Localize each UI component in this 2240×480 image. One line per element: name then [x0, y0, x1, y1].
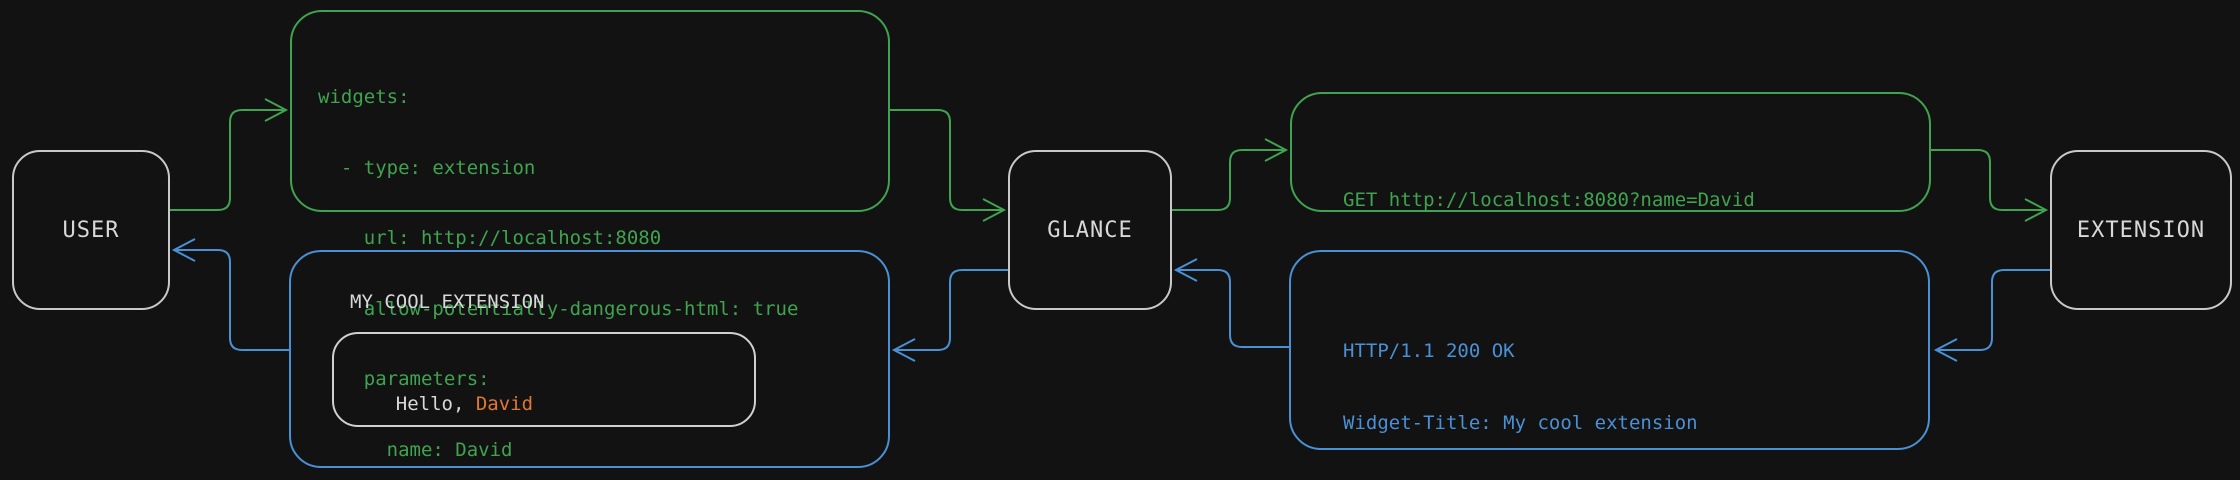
- user-node: USER: [12, 150, 170, 310]
- config-line: parameters:: [318, 368, 490, 390]
- http-response-box: [1289, 250, 1930, 450]
- extension-node: EXTENSION: [2050, 150, 2232, 310]
- arrow-user-to-config: [170, 98, 289, 211]
- arrow-request-to-extension: [1931, 149, 2049, 222]
- widget-preview-title: MY COOL EXTENSION: [350, 291, 545, 313]
- widget-content-frame: [332, 332, 756, 427]
- http-request-box: [1290, 92, 1931, 212]
- arrow-glance-to-widget: [891, 269, 1008, 362]
- arrow-widget-to-user: [171, 238, 289, 351]
- config-line: url: http://localhost:8080: [318, 227, 662, 249]
- arrow-response-to-glance: [1173, 258, 1289, 348]
- config-line: widgets:: [318, 86, 410, 108]
- arrow-glance-to-request: [1172, 138, 1289, 211]
- greeting-prefix: Hello,: [395, 393, 476, 415]
- config-line: name: David: [318, 438, 513, 461]
- widget-preview-box: [289, 250, 890, 468]
- glance-node-label: GLANCE: [1047, 217, 1133, 243]
- arrow-extension-to-response: [1933, 269, 2050, 362]
- config-line: allow-potentially-dangerous-html: true: [318, 297, 799, 320]
- extension-node-label: EXTENSION: [2076, 217, 2206, 243]
- config-yaml-code: widgets: - type: extension url: http://l…: [318, 39, 798, 480]
- http-response-code: HTTP/1.1 200 OK Widget-Title: My cool ex…: [1343, 291, 1881, 480]
- response-line: HTTP/1.1 200 OK: [1343, 340, 1515, 362]
- arrow-config-to-glance: [890, 109, 1007, 222]
- greeting-name: David: [475, 393, 534, 415]
- config-line: - type: extension: [318, 156, 536, 179]
- response-line: Widget-Title: My cool extension: [1343, 412, 1698, 434]
- glance-node: GLANCE: [1008, 150, 1172, 310]
- config-yaml-box: [290, 10, 890, 212]
- widget-greeting-text: Hello, David: [350, 368, 533, 440]
- request-line: GET http://localhost:8080?name=David: [1343, 189, 1755, 211]
- http-request-code: GET http://localhost:8080?name=David: [1343, 140, 1755, 260]
- user-node-label: USER: [62, 217, 120, 243]
